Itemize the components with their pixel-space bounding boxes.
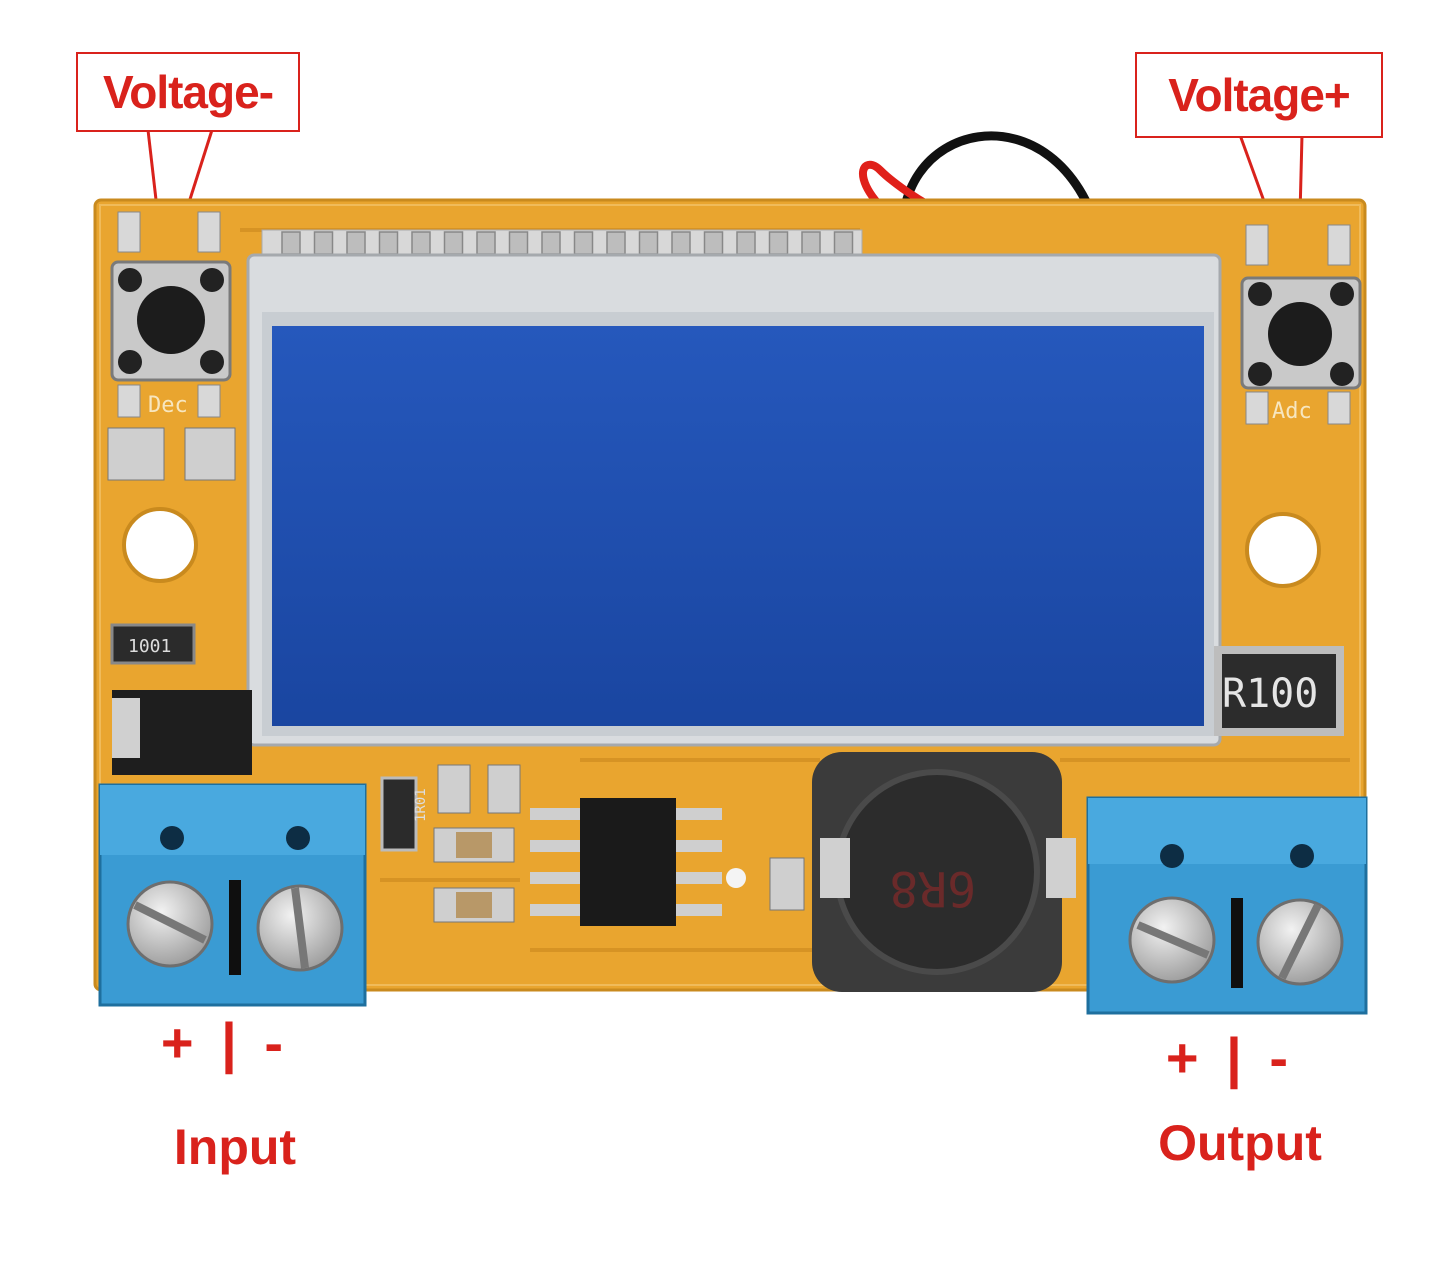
lcd-pin	[703, 231, 724, 255]
mounting-hole	[1245, 512, 1321, 588]
lcd-pin	[508, 231, 529, 255]
lcd-pin	[768, 231, 789, 255]
lcd-pin	[671, 231, 691, 255]
lcd-pin	[443, 231, 464, 255]
inductor	[812, 752, 1076, 992]
lcd-pin	[346, 231, 366, 255]
lcd-pin	[638, 231, 659, 255]
lcd-pin	[736, 231, 756, 255]
button-right-silk: Adc	[1272, 399, 1312, 424]
lcd-pin	[541, 231, 561, 255]
voltage-plus-button[interactable]	[1240, 224, 1362, 425]
input-terminal-block[interactable]	[98, 783, 367, 1007]
output-polarity-label: + | -	[1165, 1026, 1295, 1089]
output-label: Output	[1158, 1115, 1322, 1171]
output-terminal-block[interactable]	[1086, 796, 1368, 1015]
input-label: Input	[173, 1119, 297, 1175]
lcd-pin	[313, 231, 334, 255]
voltage-plus-callout: Voltage+	[1135, 52, 1383, 138]
lcd-pin	[833, 231, 854, 255]
smd-resistor-b-marking: 1R01	[413, 788, 429, 822]
button-left-silk: Dec	[148, 393, 188, 418]
voltage-minus-button[interactable]	[110, 211, 232, 418]
shunt-resistor	[1214, 646, 1344, 736]
lcd-pin	[573, 231, 594, 255]
inductor-marking: 6R8	[889, 860, 976, 916]
lcd-pin	[606, 231, 626, 255]
smd-resistor-marking: 1001	[128, 636, 171, 657]
lcd-pin	[801, 231, 821, 255]
lcd-pin	[281, 231, 301, 255]
input-polarity-label: + | -	[160, 1011, 290, 1074]
smd-resistor	[110, 623, 196, 665]
lcd-pin	[476, 231, 496, 255]
buck-converter-ic	[530, 798, 722, 926]
mounting-hole	[122, 507, 198, 583]
lcd-pin	[411, 231, 431, 255]
voltage-minus-callout: Voltage-	[76, 52, 300, 132]
lcd-pin	[378, 231, 399, 255]
shunt-resistor-marking: R100	[1222, 671, 1318, 717]
